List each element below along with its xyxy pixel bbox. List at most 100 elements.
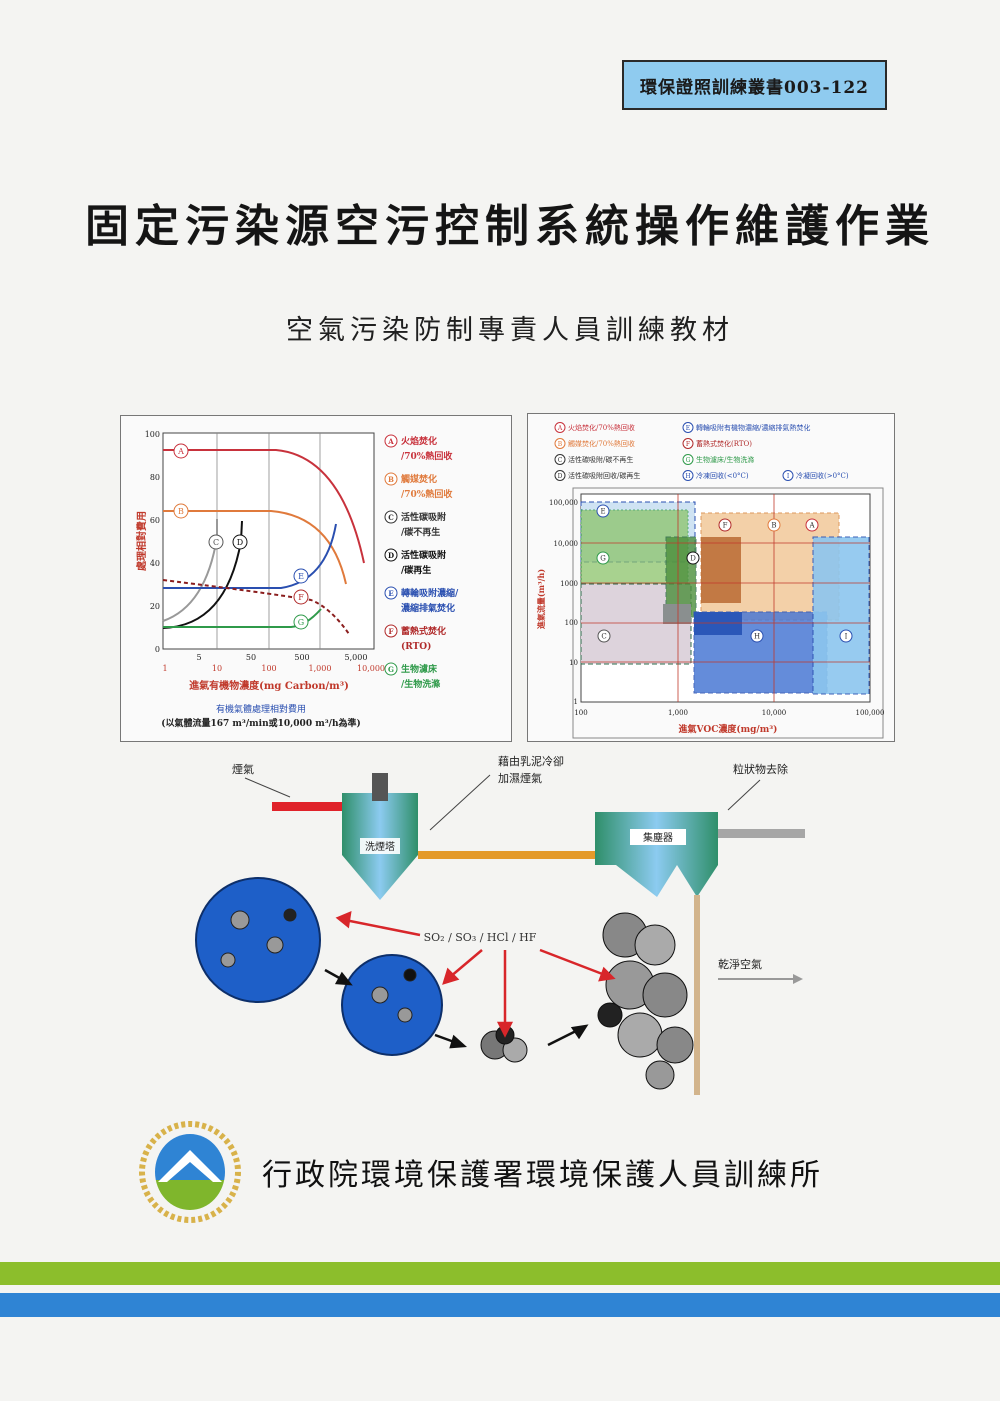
svg-text:G: G [388, 665, 394, 674]
ytick: 80 [150, 473, 160, 482]
y-axis-label: 進氣流量(m³/h) [536, 569, 546, 629]
legend-label: 火焰焚化 [401, 435, 437, 447]
svg-text:E: E [600, 508, 605, 516]
svg-text:D: D [388, 551, 394, 560]
xtick-bottom: 10,000 [357, 664, 385, 673]
arrow-head-icon [793, 974, 803, 984]
series-label: 環保證照訓練叢書003-122 [622, 60, 887, 110]
region-marker-i: I [839, 629, 853, 643]
svg-text:E: E [686, 425, 690, 432]
particulate-note: 粒狀物去除 [733, 762, 788, 776]
flue-gas-inlet-pipe [272, 802, 342, 811]
svg-text:D: D [237, 538, 243, 547]
region-marker-h: H [750, 629, 764, 643]
marker-a: A [173, 443, 189, 459]
region-marker-f: F [718, 518, 732, 532]
svg-text:A: A [387, 437, 394, 446]
legend-label: /碳不再生 [401, 526, 440, 538]
ytick: 0 [155, 645, 160, 654]
ytick: 40 [150, 559, 160, 568]
marker-f: F [293, 589, 309, 605]
legend-label: 觸媒焚化/70%熱回收 [568, 439, 635, 448]
book-subtitle: 空氣污染防制專責人員訓練教材 [286, 315, 734, 346]
ytick: 10,000 [554, 540, 579, 548]
xtick-top: 5 [196, 653, 201, 662]
marker-d: D [232, 534, 248, 550]
xtick-bottom: 1 [162, 664, 167, 673]
svg-text:G: G [600, 555, 606, 563]
dried-particle [480, 1025, 528, 1063]
svg-text:A: A [557, 425, 563, 432]
legend-item: A 火焰焚化/70%熱回收 [554, 422, 635, 433]
duct-pipe [418, 851, 595, 859]
xtick: 10,000 [762, 709, 787, 717]
region-marker-b: B [767, 518, 781, 532]
svg-text:A: A [808, 522, 815, 530]
pointer-line [244, 777, 291, 798]
marker-b: B [173, 503, 189, 519]
svg-text:C: C [601, 633, 606, 641]
xtick-top: 50 [246, 653, 256, 662]
slurry-note: 藉由乳泥冷卻 [498, 754, 564, 768]
slurry-droplet-medium [341, 954, 443, 1056]
xtick: 100,000 [856, 709, 885, 717]
epa-logo [139, 1121, 241, 1223]
legend-label: 生物濾床/生物洗滌 [696, 455, 754, 464]
svg-text:E: E [388, 589, 393, 598]
xtick-top: 5,000 [345, 653, 368, 662]
svg-text:I: I [787, 473, 790, 480]
marker-c: C [208, 534, 224, 550]
black-arrows [324, 968, 589, 1049]
region-marker-c: C [597, 629, 611, 643]
svg-text:B: B [771, 522, 776, 530]
svg-text:C: C [558, 457, 563, 464]
outlet-pipe [718, 829, 805, 838]
red-arrows [335, 910, 616, 1038]
plot-area [162, 432, 375, 650]
legend-label: 觸媒焚化 [401, 473, 437, 485]
legend-label: 蓄熱式焚化 [401, 625, 446, 637]
ytick: 100,000 [549, 499, 578, 507]
svg-text:A: A [177, 447, 184, 456]
svg-text:D: D [558, 473, 563, 480]
xtick-bottom: 10 [212, 664, 222, 673]
filter-bag [694, 895, 700, 1095]
svg-text:F: F [686, 441, 690, 448]
legend-label: 活性碳吸附回收/碳再生 [568, 471, 640, 480]
svg-text:G: G [298, 618, 304, 627]
region-marker-g: G [596, 551, 610, 565]
flue-gas-label: 煙氣 [232, 762, 254, 776]
chart-frame [572, 487, 884, 739]
svg-text:F: F [723, 522, 728, 530]
xtick-bottom: 1,000 [309, 664, 332, 673]
region-marker-a: A [805, 518, 819, 532]
ytick: 60 [150, 516, 160, 525]
ytick: 100 [565, 619, 578, 627]
legend-label: 火焰焚化/70%熱回收 [568, 423, 635, 432]
chart-caption: 有機氣體處理相對費用 [216, 703, 306, 715]
legend-label: 冷凍回收(<0°C) [696, 471, 749, 480]
ytick: 1 [574, 698, 578, 706]
svg-text:F: F [298, 593, 304, 602]
curve-a [163, 449, 365, 564]
svg-text:B: B [388, 475, 394, 484]
publisher-name: 行政院環境保護署環境保護人員訓練所 [262, 1158, 823, 1193]
x-axis-label: 進氣有機物濃度(mg Carbon/m³) [189, 679, 349, 692]
svg-text:B: B [558, 441, 563, 448]
legend-label: /生物洗滌 [401, 678, 440, 690]
book-title: 固定污染源空污控制系統操作維護作業 [85, 201, 935, 252]
pointer-line [727, 779, 761, 811]
region-marker-d: D [686, 551, 700, 565]
particle-cake [597, 912, 694, 1090]
slurry-droplet-large [195, 877, 321, 1003]
legend-label: /70%熱回收 [401, 488, 452, 500]
